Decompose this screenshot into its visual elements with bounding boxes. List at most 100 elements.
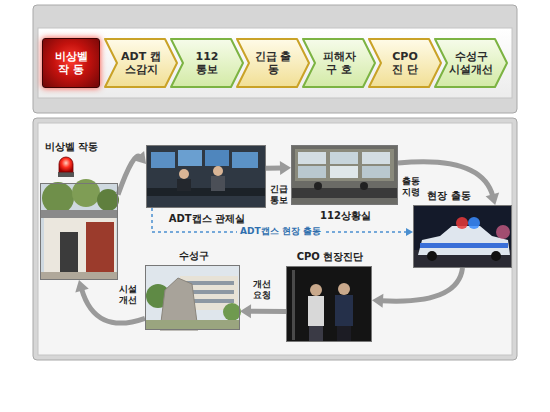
chevron-outline	[105, 39, 177, 87]
flow-connector	[398, 162, 499, 205]
arrow-head	[406, 228, 413, 236]
edge-label: 개선 요청	[252, 279, 272, 301]
photo-person	[213, 166, 223, 176]
chevron-outline	[171, 39, 243, 87]
photo-room	[291, 145, 398, 205]
arrow-head	[280, 161, 291, 175]
flow-arrow-line	[266, 165, 282, 170]
control-room-photo: ADT캡스 관제실	[146, 145, 266, 208]
step-chevron: 112 통보	[170, 38, 244, 88]
photo-screen	[330, 166, 358, 178]
edge-label: 긴급 통보	[269, 184, 289, 206]
chevron-outline	[303, 39, 375, 87]
siren-base	[58, 172, 74, 177]
photo-sky	[145, 265, 240, 330]
step-label: CPO 진 단	[386, 50, 424, 76]
edge-label: ADT캡스 현장 출동	[237, 226, 324, 237]
photo-tree	[42, 182, 74, 214]
photo-light	[468, 217, 480, 229]
photo-roof	[40, 210, 118, 218]
photo-tree	[97, 189, 119, 211]
arrow-head	[240, 304, 251, 318]
flow-connector	[118, 151, 146, 195]
photo-caption: 112상황실	[292, 210, 399, 222]
chevron-outline	[435, 39, 507, 87]
flow-arrow-line	[249, 309, 286, 314]
flow-connector	[266, 161, 291, 175]
photo-night	[413, 205, 512, 268]
photo-wheel	[427, 251, 437, 261]
photo-screen	[298, 166, 326, 178]
photo-caption: 비상벨 작동	[45, 141, 119, 153]
arrow-head	[75, 280, 88, 292]
step-label: 수성구 시설개선	[448, 50, 494, 76]
photo-person	[309, 326, 323, 342]
photo-monitor	[178, 150, 202, 166]
photo-person	[211, 176, 225, 191]
photo-night	[286, 266, 372, 342]
top-panel	[33, 5, 517, 113]
photo-light	[496, 225, 510, 239]
photo-screen	[298, 152, 326, 164]
step-chevron: 수성구 시설개선	[434, 38, 508, 88]
step-label: ADT 캡스감지	[118, 50, 164, 76]
step-chevron: 피해자 구 호	[302, 38, 376, 88]
arrow-head	[134, 151, 146, 164]
photo-brick-wall	[86, 222, 114, 274]
chevron-outline	[369, 39, 441, 87]
alarm-box: 비상벨 작 동	[42, 38, 100, 88]
photo-person	[179, 169, 189, 179]
photo-wall	[44, 218, 116, 274]
photo-caption: 수성구	[146, 250, 241, 262]
photo-ground	[145, 320, 240, 330]
situation-room-photo: 112상황실	[291, 145, 398, 205]
photo-car-stripe	[420, 243, 508, 248]
photo-car	[418, 226, 510, 255]
photo-person	[337, 326, 351, 342]
photo-monitor	[232, 152, 258, 168]
photo-person	[314, 182, 322, 190]
photo-person	[335, 295, 353, 326]
photo-person	[177, 179, 191, 191]
photo-screen	[362, 166, 390, 178]
step-chevron: ADT 캡스감지	[104, 38, 178, 88]
siren-dome	[59, 157, 73, 172]
top-band	[38, 28, 512, 98]
flow-connector	[75, 280, 145, 323]
chevron-outline	[237, 39, 309, 87]
photo-person	[308, 296, 324, 326]
bottom-panel	[33, 118, 517, 360]
photo-caption: CPO 현장진단	[277, 251, 383, 263]
flow-connector	[240, 304, 286, 318]
alarm-label: 비상벨 작 동	[51, 50, 91, 76]
alarm-site-photo: 비상벨 작동	[40, 183, 118, 280]
photo-ground	[40, 272, 118, 280]
photo-desk	[291, 188, 398, 198]
arrow-head	[372, 294, 383, 308]
step-label: 긴급 출동	[250, 50, 296, 76]
step-label: 112 통보	[189, 50, 225, 76]
edge-label: 출동 지령	[401, 176, 421, 198]
photo-screen	[362, 152, 390, 164]
flow-connector	[372, 268, 463, 308]
flow-arrow-line	[118, 156, 140, 195]
step-chevron: 긴급 출동	[236, 38, 310, 88]
diagnosis-photo: CPO 현장진단	[286, 266, 372, 342]
photo-caption: ADT캡스 관제실	[147, 213, 267, 225]
photo-caption: 현장 출동	[414, 190, 484, 202]
bottom-band	[38, 123, 512, 355]
photo-person	[360, 182, 368, 190]
arrow-head	[486, 193, 500, 205]
photo-doorway	[60, 232, 78, 274]
photo-tree	[223, 303, 241, 321]
photo-monitor	[151, 152, 175, 168]
photo-monitor	[205, 150, 229, 166]
dispatch-photo: 현장 출동	[413, 205, 512, 268]
photo-wall	[295, 149, 394, 181]
photo-screen	[330, 152, 358, 164]
photo-wheel	[491, 251, 501, 261]
step-label: 피해자 구 호	[319, 50, 359, 76]
photo-light	[456, 217, 468, 229]
